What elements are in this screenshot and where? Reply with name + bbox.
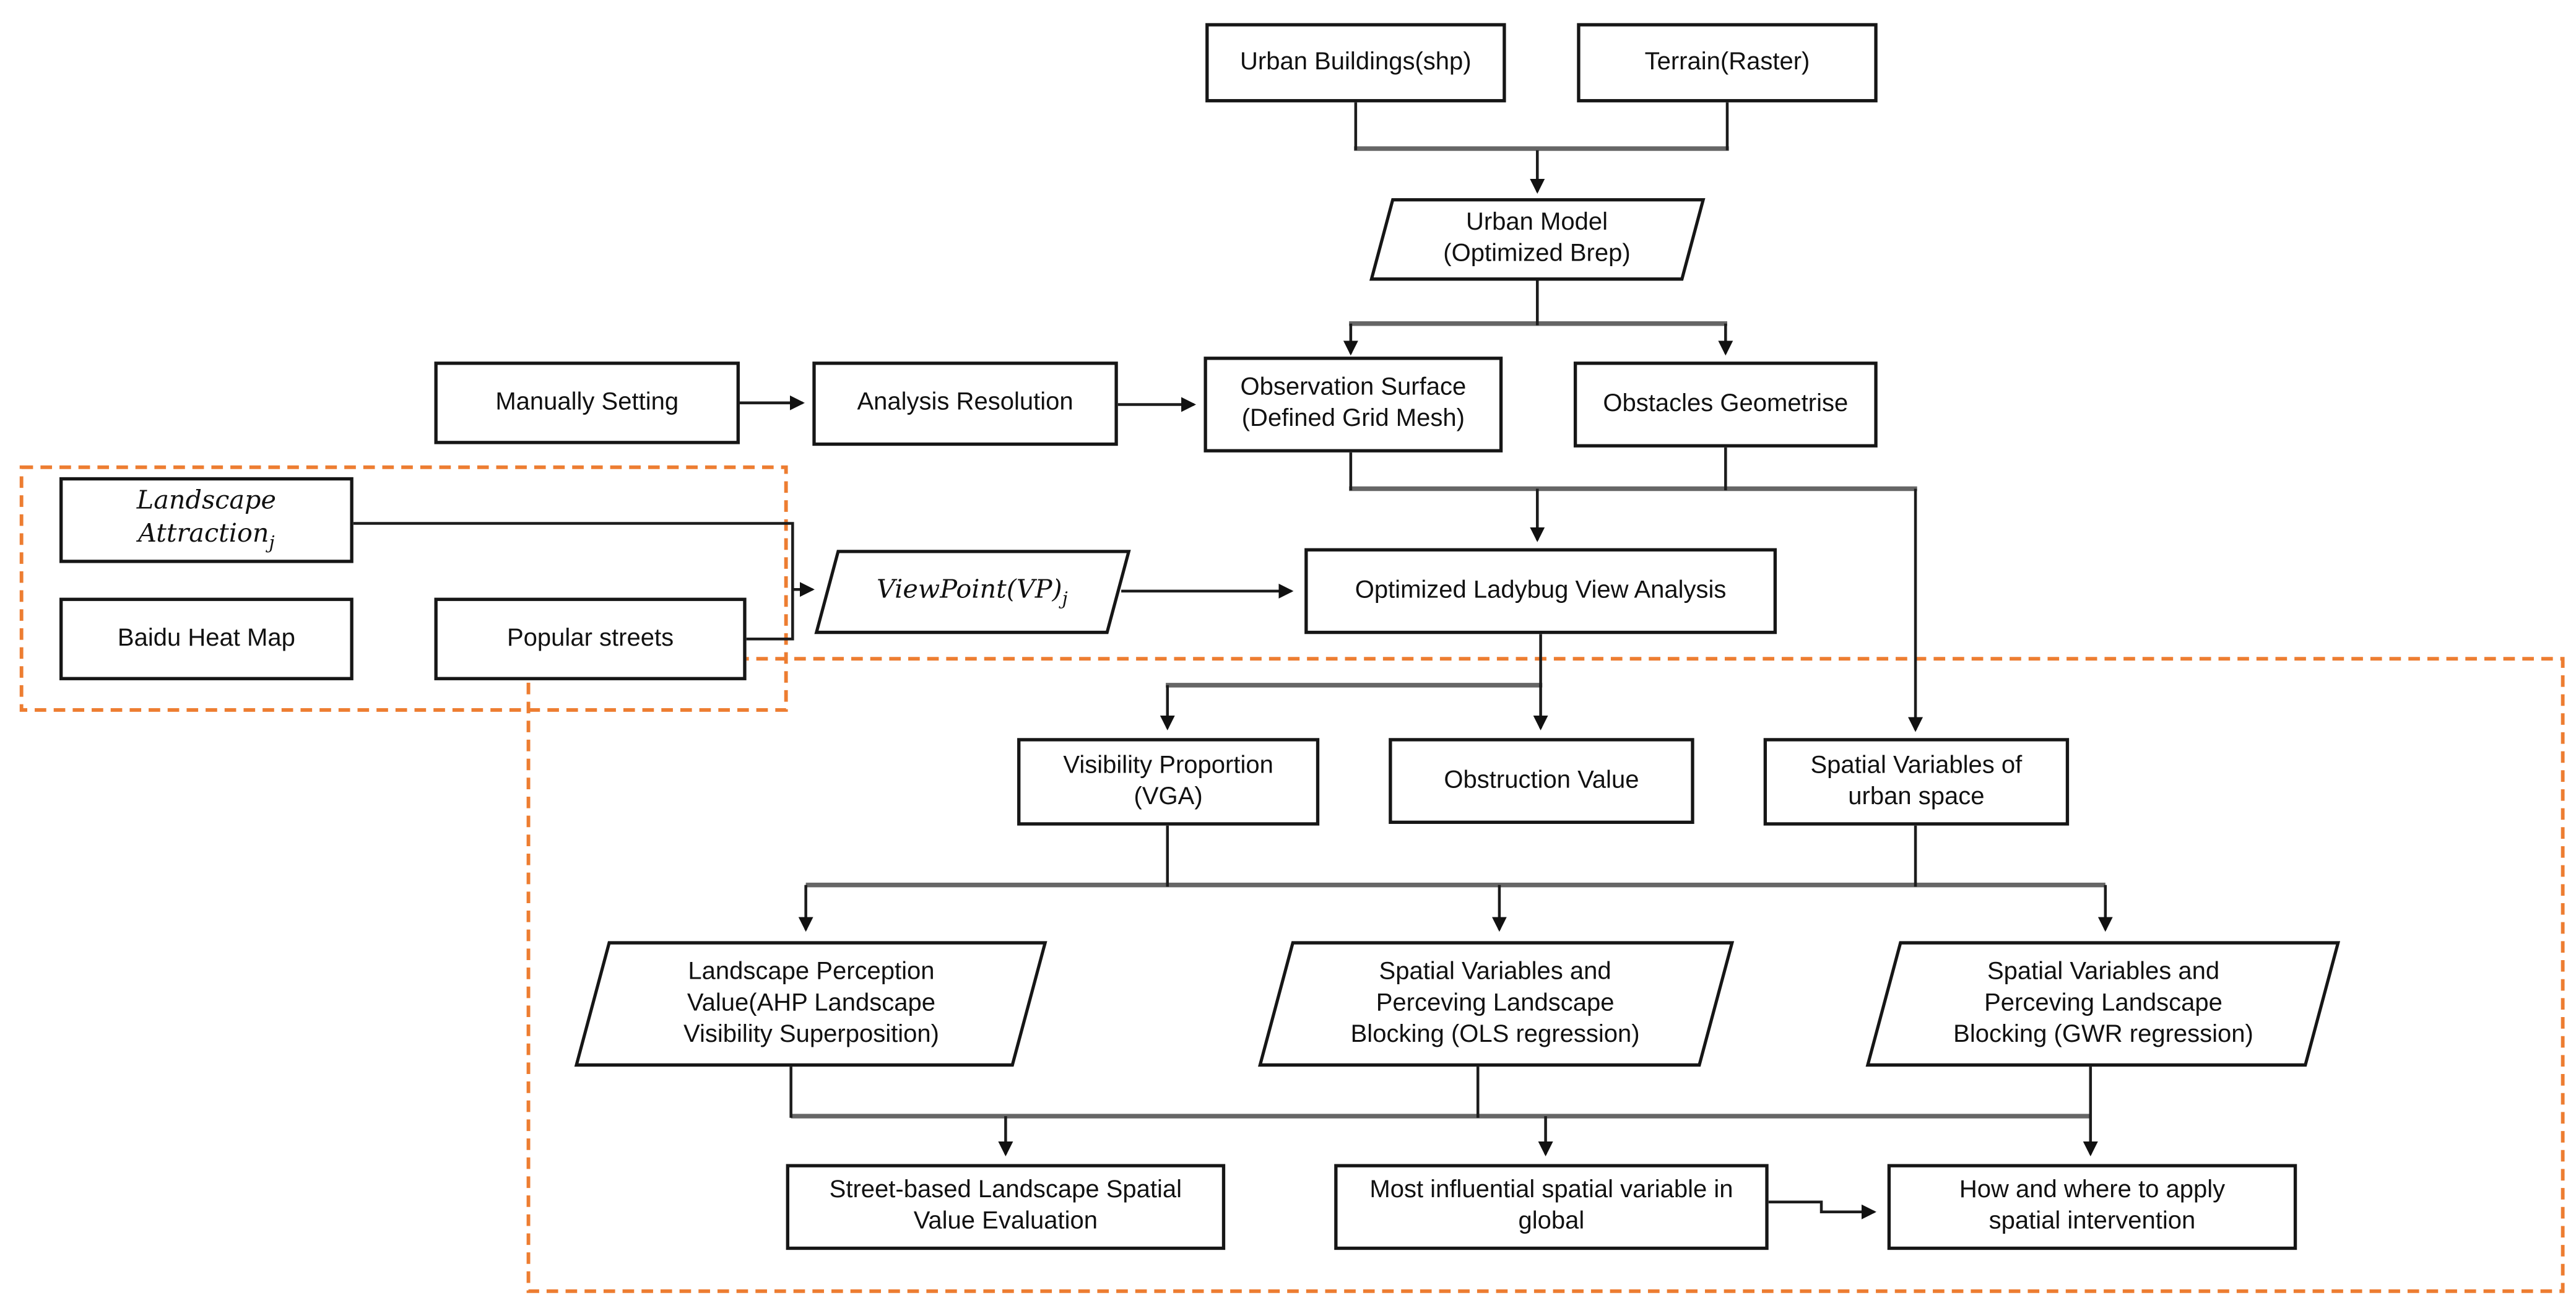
- node-landscape-perception: Landscape Perception Value(AHP Landscape…: [574, 941, 1047, 1067]
- node-landscape-perception-label: Landscape Perception Value(AHP Landscape…: [683, 957, 939, 1048]
- node-terrain-raster-label: Terrain(Raster): [1644, 47, 1810, 76]
- node-popular-streets-label: Popular streets: [506, 623, 674, 652]
- node-visibility-proportion-label: Visibility Proportion (VGA): [1063, 750, 1273, 810]
- node-landscape-attraction: Landscape Attractionj: [59, 477, 353, 563]
- node-ladybug-analysis: Optimized Ladybug View Analysis: [1304, 548, 1777, 635]
- node-urban-model-label: Urban Model (Optimized Brep): [1444, 208, 1631, 268]
- node-terrain-raster: Terrain(Raster): [1577, 23, 1878, 103]
- node-visibility-proportion: Visibility Proportion (VGA): [1017, 738, 1320, 826]
- node-baidu-heat-map: Baidu Heat Map: [59, 597, 353, 680]
- node-manually-setting-label: Manually Setting: [495, 387, 679, 415]
- node-street-based-value: Street-based Landscape Spatial Value Eva…: [786, 1164, 1226, 1250]
- edge-attraction-popular-merge: [353, 522, 794, 641]
- node-observation-surface: Observation Surface (Defined Grid Mesh): [1203, 357, 1503, 453]
- node-urban-buildings: Urban Buildings(shp): [1205, 23, 1506, 103]
- node-obstacles-geometrise: Obstacles Geometrise: [1573, 362, 1878, 448]
- node-viewpoint: ViewPoint(VP)j: [814, 550, 1131, 635]
- node-urban-buildings-label: Urban Buildings(shp): [1240, 47, 1472, 76]
- node-spatial-variables: Spatial Variables of urban space: [1763, 738, 2070, 826]
- node-obstruction-value: Obstruction Value: [1389, 738, 1694, 824]
- node-landscape-attraction-label: Landscape Attractionj: [136, 485, 276, 553]
- connector-lines: [353, 102, 2113, 1219]
- node-manually-setting: Manually Setting: [434, 362, 740, 444]
- edge-influential-to-intervention: [1768, 1200, 1876, 1219]
- node-obstacles-geometrise-label: Obstacles Geometrise: [1603, 389, 1849, 417]
- node-most-influential: Most influential spatial variable in glo…: [1334, 1164, 1769, 1250]
- node-spatial-intervention: How and where to apply spatial intervent…: [1887, 1164, 2297, 1250]
- node-street-based-value-label: Street-based Landscape Spatial Value Eva…: [829, 1176, 1182, 1236]
- node-ladybug-analysis-label: Optimized Ladybug View Analysis: [1355, 575, 1727, 604]
- node-popular-streets: Popular streets: [434, 597, 747, 680]
- node-baidu-heat-map-label: Baidu Heat Map: [117, 623, 295, 652]
- region-viewpoint-inputs: [19, 465, 788, 712]
- node-most-influential-label: Most influential spatial variable in glo…: [1369, 1176, 1733, 1236]
- node-ols-regression: Spatial Variables and Perceving Landscap…: [1258, 941, 1735, 1067]
- node-analysis-resolution: Analysis Resolution: [812, 362, 1118, 446]
- node-ols-regression-label: Spatial Variables and Perceving Landscap…: [1351, 957, 1641, 1048]
- node-gwr-regression: Spatial Variables and Perceving Landscap…: [1865, 941, 2341, 1067]
- node-spatial-variables-label: Spatial Variables of urban space: [1810, 750, 2023, 810]
- node-viewpoint-label: ViewPoint(VP)j: [877, 573, 1069, 609]
- node-observation-surface-label: Observation Surface (Defined Grid Mesh): [1240, 373, 1467, 433]
- node-spatial-intervention-label: How and where to apply spatial intervent…: [1959, 1176, 2226, 1236]
- node-gwr-regression-label: Spatial Variables and Perceving Landscap…: [1953, 957, 2253, 1048]
- node-analysis-resolution-label: Analysis Resolution: [857, 388, 1073, 417]
- node-urban-model: Urban Model (Optimized Brep): [1369, 198, 1706, 281]
- node-obstruction-value-label: Obstruction Value: [1444, 765, 1639, 794]
